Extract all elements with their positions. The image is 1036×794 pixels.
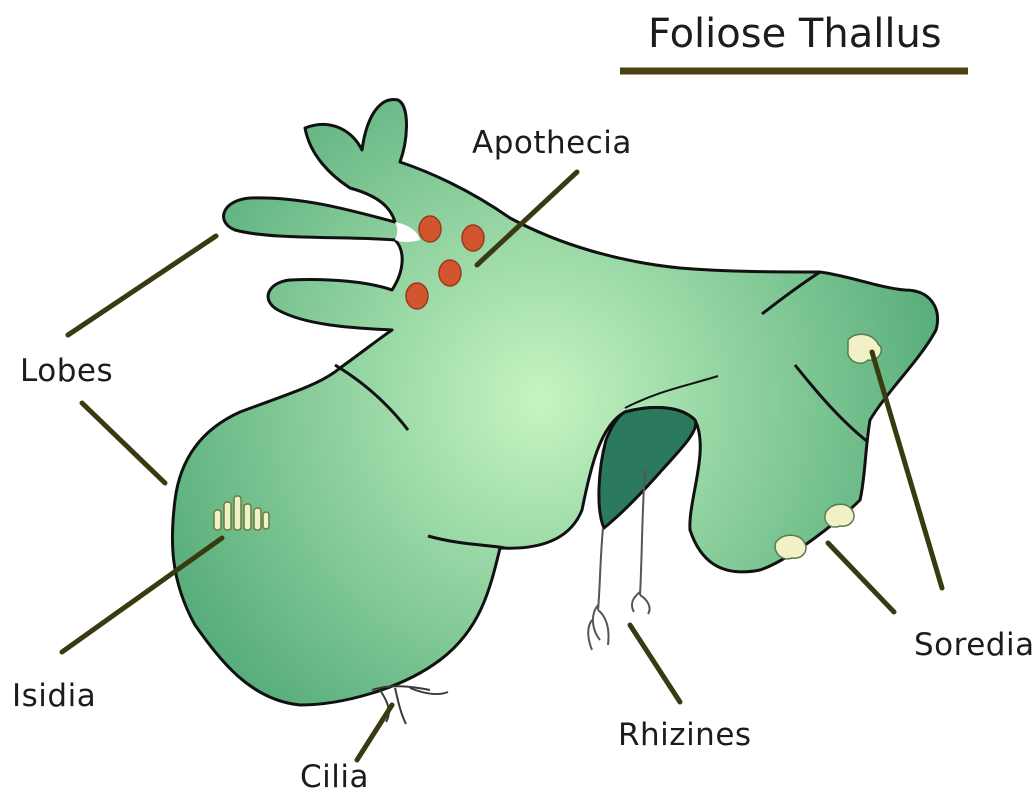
label-apothecia: Apothecia — [472, 128, 632, 159]
leader-soredia-upper — [872, 352, 942, 588]
leader-lobes-upper — [68, 236, 216, 335]
label-soredia: Soredia — [914, 630, 1035, 661]
leader-lobes-lower — [82, 403, 165, 483]
label-isidia: Isidia — [12, 681, 96, 712]
label-lobes: Lobes — [20, 356, 113, 387]
label-cilia: Cilia — [300, 762, 369, 793]
diagram-title: Foliose Thallus — [648, 14, 942, 54]
apothecium — [406, 283, 428, 309]
apothecium — [439, 260, 461, 286]
apothecium — [462, 225, 484, 251]
leader-soredia-lower — [828, 543, 894, 612]
leader-cilia — [357, 705, 392, 760]
apothecium — [419, 216, 441, 242]
under-lobe — [599, 407, 696, 528]
label-rhizines: Rhizines — [618, 720, 752, 751]
leader-rhizines — [630, 625, 680, 702]
